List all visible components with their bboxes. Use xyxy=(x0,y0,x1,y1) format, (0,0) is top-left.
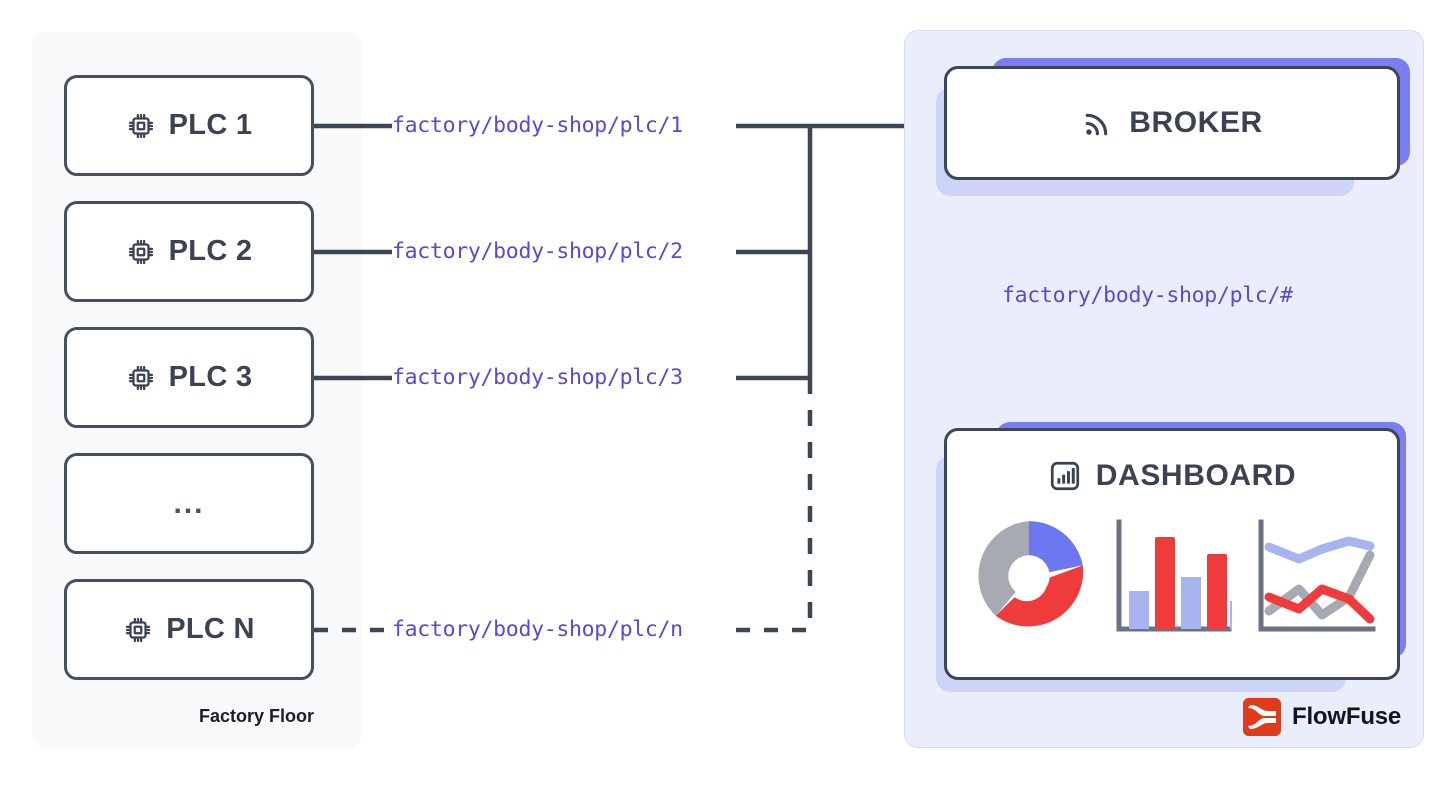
plc-card-label: PLC 3 xyxy=(168,361,253,393)
topic-label-plc3: factory/body-shop/plc/3 xyxy=(392,365,683,390)
topic-label-plc1: factory/body-shop/plc/1 xyxy=(392,113,683,138)
dashboard-header: DASHBOARD xyxy=(1048,459,1296,493)
plc-card-ellipsis: ... xyxy=(64,453,314,554)
bar-chart-square-icon xyxy=(1048,459,1082,493)
flowfuse-brand-name: FlowFuse xyxy=(1292,703,1402,730)
topic-label-plc2: factory/body-shop/plc/2 xyxy=(392,239,683,264)
factory-floor-caption: Factory Floor xyxy=(198,706,314,726)
dashboard-node[interactable]: DASHBOARD xyxy=(936,422,1410,692)
cpu-chip-icon xyxy=(126,237,156,267)
broker-card[interactable]: BROKER xyxy=(944,66,1400,180)
broker-node[interactable]: BROKER xyxy=(936,58,1410,196)
dashboard-mini-charts xyxy=(968,515,1376,637)
plc-card-1[interactable]: PLC 1 xyxy=(64,75,314,176)
broker-header: BROKER xyxy=(1081,106,1263,140)
plc-card-label: PLC 1 xyxy=(168,109,253,141)
plc-card-label: PLC 2 xyxy=(168,235,253,267)
flowfuse-brand: FlowFuse xyxy=(1243,698,1401,736)
topic-label-wildcard: factory/body-shop/plc/# xyxy=(1002,283,1293,308)
mini-bar-chart xyxy=(1116,519,1232,632)
rss-signal-icon xyxy=(1081,106,1115,140)
cpu-chip-icon xyxy=(126,363,156,393)
plc-card-label: PLC N xyxy=(166,613,255,645)
plc-card-n[interactable]: PLC N xyxy=(64,579,314,680)
plc-card-3[interactable]: PLC 3 xyxy=(64,327,314,428)
flowfuse-logo-icon xyxy=(1243,698,1281,736)
mini-line-chart xyxy=(1258,519,1376,632)
plc-card-2[interactable]: PLC 2 xyxy=(64,201,314,302)
cpu-chip-icon xyxy=(126,111,156,141)
topic-label-plcn: factory/body-shop/plc/n xyxy=(392,617,683,642)
mini-donut-chart xyxy=(978,521,1084,627)
broker-title: BROKER xyxy=(1129,106,1263,139)
ellipsis-label: ... xyxy=(173,486,205,520)
dashboard-title: DASHBOARD xyxy=(1095,459,1297,492)
cpu-chip-icon xyxy=(123,615,153,645)
dashboard-card[interactable]: DASHBOARD xyxy=(944,428,1400,680)
